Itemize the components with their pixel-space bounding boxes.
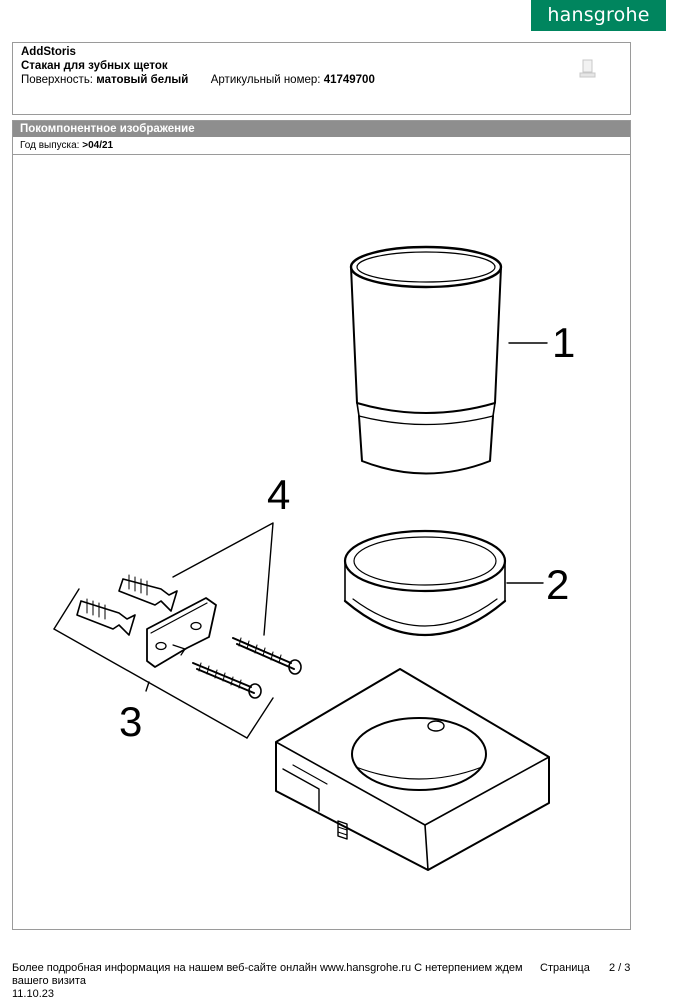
part-number-4: 4 [267,471,290,518]
exploded-view-panel: Покомпонентное изображение Год выпуска: … [12,120,631,930]
leader-lines [53,342,548,739]
part-number-1: 1 [552,319,575,366]
section-title: Покомпонентное изображение [13,121,630,137]
screws-drawing [192,637,302,699]
dowels-drawing [76,574,178,636]
product-details: Поверхность: матовый белый Артикульный н… [21,74,375,86]
product-description: Стакан для зубных щеток [21,60,168,72]
holder-bracket-drawing [275,668,550,871]
part-number-3: 3 [119,698,142,745]
footer-info: Более подробная информация на нашем веб-… [12,962,523,974]
page-label: Страница [540,962,590,974]
ring-drawing [343,529,507,637]
surface-value: матовый белый [96,74,189,86]
product-thumbnail [579,59,596,78]
brand-logo: hansgrohe [531,0,666,31]
year-label: Год выпуска: [20,140,80,151]
release-year: Год выпуска: >04/21 [13,137,630,155]
mounting-plate-drawing [146,597,217,668]
surface-label: Поверхность: [21,74,94,86]
part-number-2: 2 [546,561,569,608]
page-number: 2 / 3 [609,962,631,974]
article-value: 41749700 [323,74,375,86]
footer-date: 11.10.23 [12,988,55,1000]
footer-info-continued: вашего визита [12,975,86,987]
article-label: Артикульный номер: [210,74,321,86]
exploded-view-drawing: 1 2 3 4 [53,245,575,871]
year-value: >04/21 [82,140,114,151]
footer: Более подробная информация на нашем веб-… [12,962,642,1001]
product-name: AddStoris [21,46,76,58]
product-info-box: AddStoris Стакан для зубных щеток Поверх… [12,42,631,115]
tumbler-glass-drawing [349,245,503,475]
